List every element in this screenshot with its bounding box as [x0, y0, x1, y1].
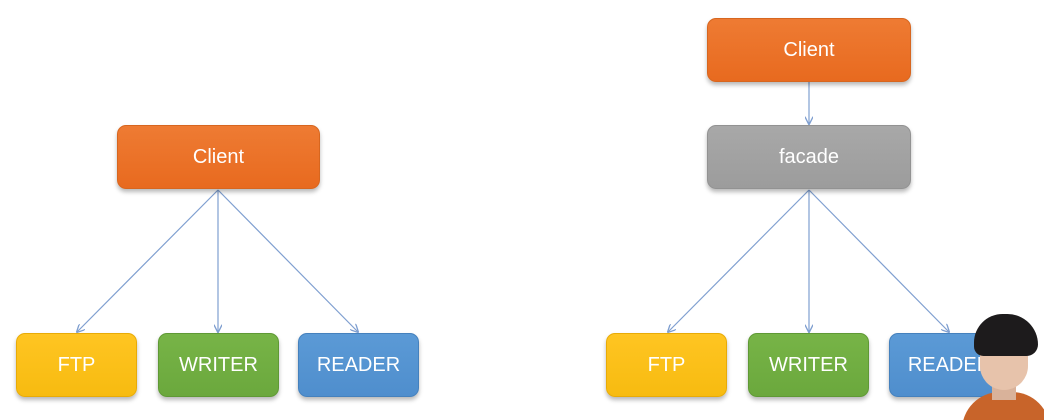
facade-box: facade: [707, 125, 911, 189]
left-writer-label: WRITER: [179, 353, 258, 376]
left-writer-box: WRITER: [158, 333, 279, 397]
facade-label: facade: [778, 145, 840, 168]
right-client-label: Client: [783, 38, 835, 61]
presenter-hair: [974, 314, 1038, 356]
right-client-box: Client: [707, 18, 911, 82]
right-writer-box: WRITER: [748, 333, 869, 397]
left-client-box: Client: [117, 125, 320, 189]
left-reader-label: READER: [316, 353, 401, 376]
left-ftp-box: FTP: [16, 333, 137, 397]
arrow-facade-to-ftp: [668, 189, 810, 332]
right-ftp-label: FTP: [647, 353, 686, 376]
arrow-client-to-reader: [217, 189, 358, 332]
left-client-label: Client: [192, 145, 245, 168]
arrow-client-to-ftp: [77, 189, 219, 332]
left-ftp-label: FTP: [57, 353, 96, 376]
presenter-webcam: [960, 310, 1044, 420]
right-ftp-box: FTP: [606, 333, 727, 397]
right-writer-label: WRITER: [769, 353, 848, 376]
left-reader-box: READER: [298, 333, 419, 397]
arrow-facade-to-reader: [808, 189, 949, 332]
right-reader-label: READER: [907, 353, 992, 376]
